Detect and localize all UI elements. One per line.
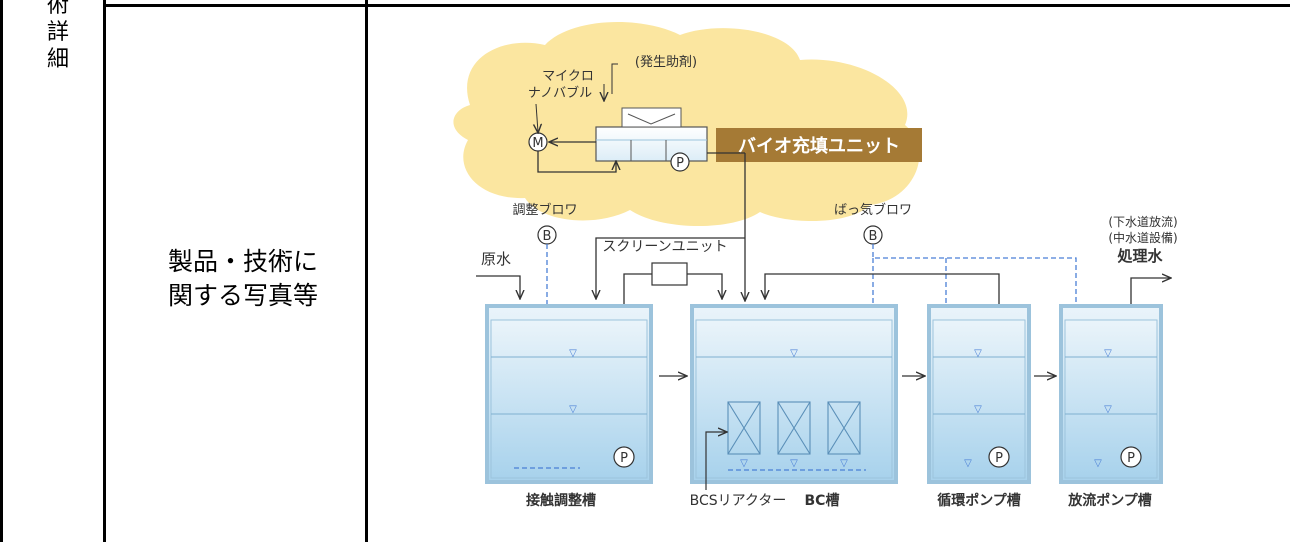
pump-tank4 xyxy=(1120,446,1142,468)
discharge-note-1: (下水道放流) xyxy=(1108,214,1177,229)
svg-text:▽: ▽ xyxy=(964,458,972,469)
svg-text:▽: ▽ xyxy=(790,348,798,359)
tank-label-discharge: 放流ポンプ槽 xyxy=(1067,492,1152,509)
reactor-label: BCSリアクター xyxy=(690,493,787,509)
bio-cloud xyxy=(453,22,920,227)
svg-text:▽: ▽ xyxy=(569,404,577,415)
micro-label-2: ナノバブル xyxy=(528,85,592,101)
pump-bio xyxy=(670,152,690,172)
pump-tank3-symbol: P xyxy=(995,451,1003,466)
side-char-1: 術 xyxy=(46,0,69,18)
pump-bio-symbol: P xyxy=(676,156,684,171)
tank-circulation-pump: ▽ ▽ ▽ xyxy=(927,304,1031,484)
svg-text:▽: ▽ xyxy=(974,348,982,359)
tank-bc: ▽ xyxy=(690,304,898,484)
svg-text:▽: ▽ xyxy=(840,458,848,469)
tank-contact-adjust: ▽ ▽ xyxy=(485,304,653,484)
pump-tank1-symbol: P xyxy=(620,451,628,466)
bio-unit-label-bg xyxy=(716,128,922,162)
micro-label-1: マイクロ xyxy=(542,69,594,84)
svg-text:▽: ▽ xyxy=(1104,404,1112,415)
bio-unit-label: バイオ充填ユニット xyxy=(738,135,900,157)
screen-unit-label: スクリーンユニット xyxy=(602,239,727,255)
table-row-divider xyxy=(103,4,1290,7)
tank-discharge-pump: ▽ ▽ ▽ xyxy=(1059,304,1163,484)
adjust-blower-symbol: B xyxy=(543,229,552,244)
svg-text:▽: ▽ xyxy=(1094,458,1102,469)
additive-hopper xyxy=(621,107,682,128)
tank-label-contact-adjust: 接触調整槽 xyxy=(526,492,596,509)
side-header-text: 術 詳 細 xyxy=(38,0,78,73)
screen-unit xyxy=(651,262,688,286)
tank-label-circulation: 循環ポンプ槽 xyxy=(937,492,1021,509)
svg-text:▽: ▽ xyxy=(974,404,982,415)
svg-text:▽: ▽ xyxy=(1104,348,1112,359)
mixer-symbol: M xyxy=(532,136,543,151)
svg-text:▽: ▽ xyxy=(569,348,577,359)
table-border-left xyxy=(0,0,3,542)
side-char-2: 詳 xyxy=(46,20,69,45)
svg-text:▽: ▽ xyxy=(740,458,748,469)
bio-unit-box xyxy=(595,126,708,162)
raw-water-label: 原水 xyxy=(481,250,511,268)
row-label: 製品・技術に 関する写真等 xyxy=(118,245,368,313)
aeration-blower-symbol: B xyxy=(869,229,878,244)
treated-water-label: 処理水 xyxy=(1116,247,1163,265)
table-border-col2 xyxy=(365,0,368,542)
additive-label: (発生助剤) xyxy=(635,54,697,70)
row-label-line-2: 関する写真等 xyxy=(167,281,318,310)
table-border-col1 xyxy=(103,0,106,542)
tank-label-bc: BC槽 xyxy=(805,492,840,509)
bcs-reactors xyxy=(727,401,861,455)
svg-text:▽: ▽ xyxy=(790,458,798,469)
pump-tank3 xyxy=(988,446,1010,468)
pump-tank1 xyxy=(613,446,635,468)
aeration-blower-label: ばっ気ブロワ xyxy=(834,202,912,218)
adjust-blower-label: 調整ブロワ xyxy=(512,202,577,218)
discharge-note-2: (中水道設備) xyxy=(1108,230,1177,245)
row-label-line-1: 製品・技術に xyxy=(167,247,318,276)
pump-tank4-symbol: P xyxy=(1127,451,1135,466)
side-char-3: 細 xyxy=(46,47,69,72)
